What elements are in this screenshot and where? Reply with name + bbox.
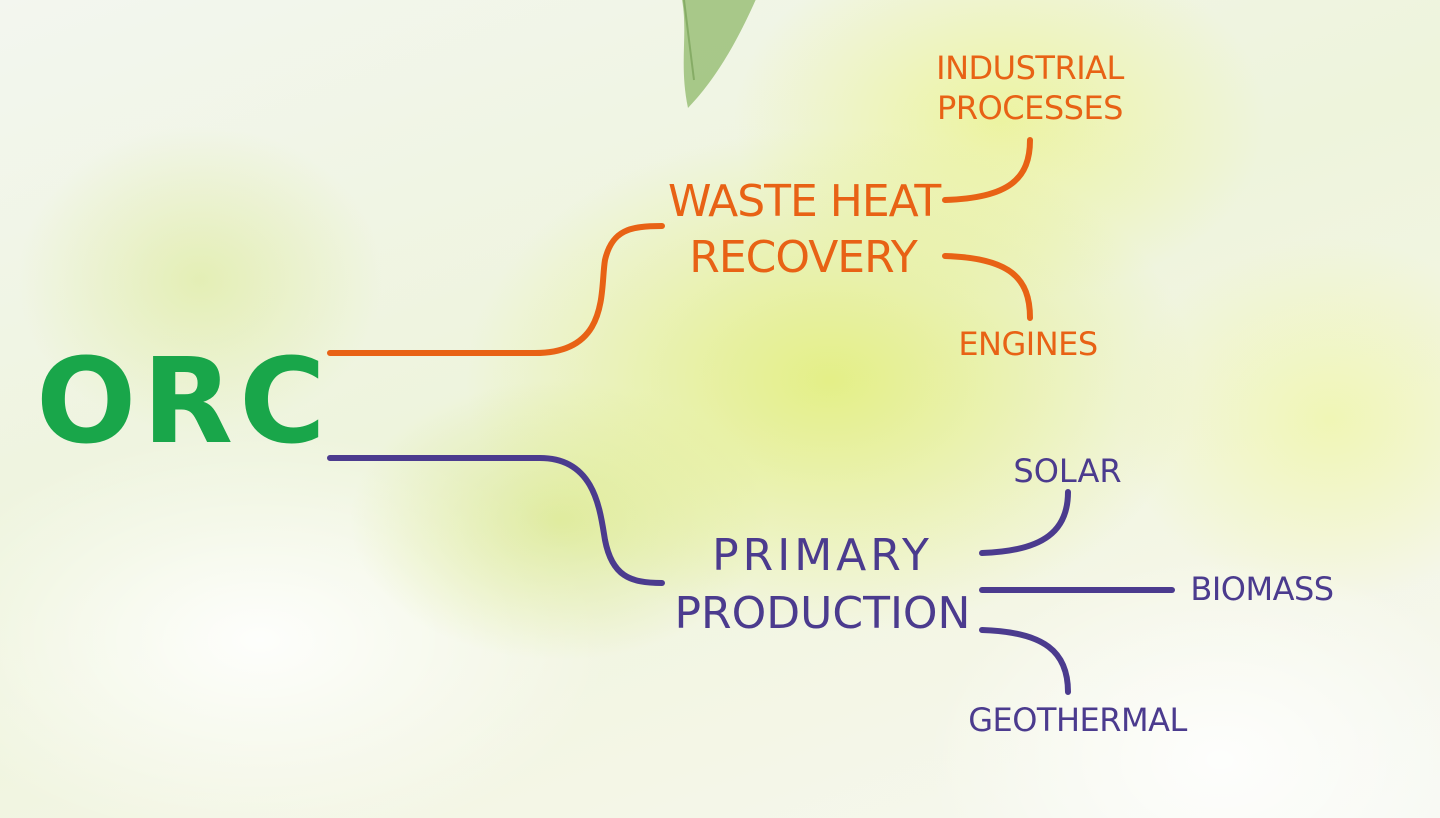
connector-waste-heat-to-industrial (942, 137, 1033, 203)
connector-orc-to-primary (327, 455, 665, 586)
connector-primary-to-solar (979, 489, 1071, 556)
node-label-line: PRIMARY (712, 530, 933, 581)
node-label-line: WASTE HEAT (668, 176, 941, 227)
node-label-line: ENGINES (958, 325, 1098, 363)
leaf-node-geothermal: GEOTHERMAL (955, 704, 1200, 736)
node-label-line: RECOVERY (689, 232, 918, 283)
leaf-node-engines: ENGINES (948, 328, 1108, 360)
branch-node-primary-production: PRIMARY PRODUCTION (670, 534, 975, 636)
node-label-line: SOLAR (1013, 452, 1122, 490)
leaf-node-solar: SOLAR (1000, 455, 1135, 487)
branch-node-waste-heat-recovery: WASTE HEAT RECOVERY (668, 176, 941, 283)
connector-primary-to-geothermal (979, 627, 1071, 695)
node-label-line: PROCESSES (937, 89, 1123, 127)
node-label-line: INDUSTRIAL (936, 49, 1124, 87)
node-label-line: PRODUCTION (674, 588, 971, 639)
root-node-orc: ORC (36, 332, 332, 470)
connector-waste-heat-to-engines (942, 253, 1033, 321)
leaf-node-biomass: BIOMASS (1178, 573, 1346, 605)
leaf-decoration-icon (682, 0, 756, 108)
node-label-line: BIOMASS (1190, 570, 1334, 608)
connector-orc-to-waste-heat (327, 223, 665, 356)
node-label-line: GEOTHERMAL (968, 701, 1187, 739)
leaf-node-industrial-processes: INDUSTRIAL PROCESSES (915, 52, 1145, 124)
